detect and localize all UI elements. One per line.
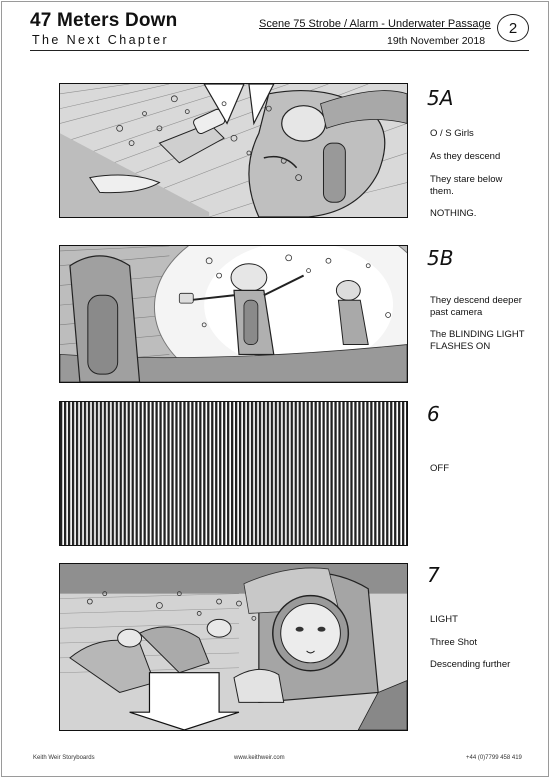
shot-number: 5B: [427, 246, 454, 270]
board-date: 19th November 2018: [387, 35, 486, 47]
footer-phone: +44 (0)7799 458 419: [466, 755, 522, 761]
shot-note: They stare below them.: [430, 174, 503, 197]
shot-note: The BLINDING LIGHT FLASHES ON: [430, 329, 525, 352]
film-title: 47 Meters Down: [30, 10, 178, 31]
shot-note: Three Shot: [430, 637, 477, 648]
shot-number: 7: [427, 563, 440, 587]
storyboard-panel-6: [59, 401, 408, 546]
shot-number: 5A: [427, 86, 454, 110]
film-subtitle: The Next Chapter: [32, 33, 170, 47]
footer-website: www.keithweir.com: [234, 755, 285, 761]
shot-note: Descending further: [430, 659, 511, 670]
header-divider: [30, 50, 529, 51]
shot-note: O / S Girls: [430, 128, 474, 139]
shot-number: 6: [427, 402, 440, 426]
panel-7-sketch: [60, 564, 407, 730]
shot-note: As they descend: [430, 151, 501, 162]
storyboard-panel-5b: [59, 245, 408, 383]
shot-note: NOTHING.: [430, 208, 477, 219]
scene-heading: Scene 75 Strobe / Alarm - Underwater Pas…: [259, 18, 491, 30]
page-number: 2: [497, 14, 529, 42]
panel-5b-sketch: [60, 246, 407, 382]
shot-note: LIGHT: [430, 614, 458, 625]
storyboard-panel-7: [59, 563, 408, 731]
footer-studio: Keith Weir Storyboards: [33, 755, 95, 761]
panel-5a-sketch: [60, 84, 407, 217]
panel-6-strobe-hatching: [60, 402, 407, 545]
shot-note: OFF: [430, 463, 449, 474]
storyboard-panel-5a: [59, 83, 408, 218]
shot-note: They descend deeper past camera: [430, 295, 522, 318]
